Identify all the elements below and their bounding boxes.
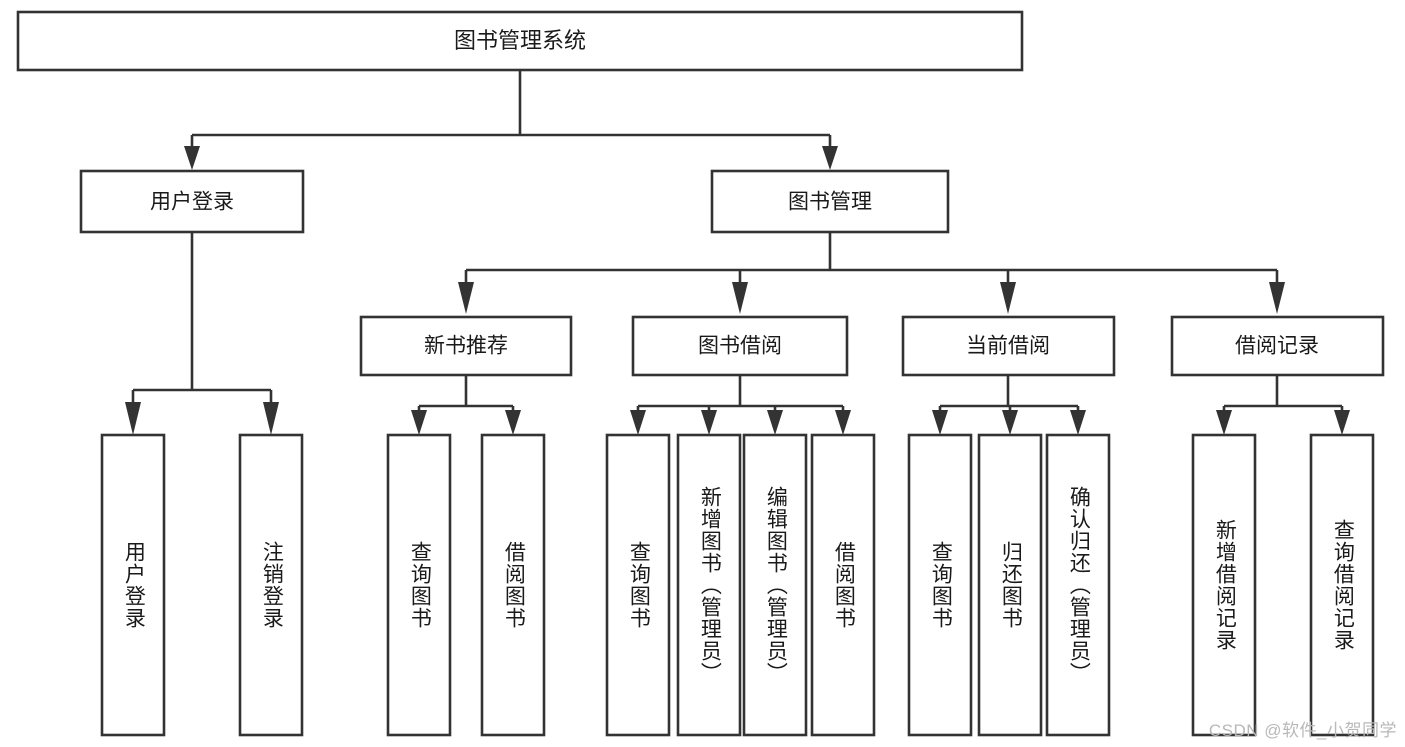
arrow-leaf-query-record <box>1334 410 1350 435</box>
arrow-leaf-confirm-return <box>1070 410 1086 435</box>
arrow-leaf-logout <box>263 402 279 435</box>
arrow-leaf-borrow-book-1 <box>505 410 521 435</box>
arrow-user-login <box>184 146 200 170</box>
arrow-leaf-edit-book <box>767 410 783 435</box>
node-box-new-book-recommend[interactable] <box>359 315 573 377</box>
arrow-leaf-query-book-2 <box>630 410 646 435</box>
node-box-leaf-logout-login[interactable] <box>238 433 304 737</box>
node-label-user-login: 用户登录 <box>150 191 234 214</box>
arrow-leaf-add-book <box>701 410 717 435</box>
node-box-leaf-user-login[interactable] <box>100 433 166 737</box>
node-box-leaf-confirm-return[interactable] <box>1045 433 1111 737</box>
arrow-leaf-return-book <box>1002 410 1018 435</box>
arrow-leaf-borrow-book-2 <box>835 410 851 435</box>
node-layer: 图书管理系统 用户登录 图书管理 新书推荐 图书借阅 当前借阅 借阅记录 <box>16 10 1385 737</box>
node-box-leaf-query-book-3[interactable] <box>907 433 973 737</box>
arrow-new-book-recommend <box>458 282 474 314</box>
arrow-leaf-add-record <box>1216 410 1232 435</box>
node-box-leaf-edit-book[interactable] <box>742 433 808 737</box>
node-box-book-management[interactable] <box>710 169 950 234</box>
node-label-new-book-recommend: 新书推荐 <box>424 335 508 358</box>
node-box-leaf-add-book[interactable] <box>676 433 742 737</box>
node-label-root: 图书管理系统 <box>454 28 586 53</box>
node-box-leaf-query-book-2[interactable] <box>605 433 671 737</box>
node-box-leaf-query-book-1[interactable] <box>386 433 452 737</box>
node-box-root[interactable] <box>16 10 1024 72</box>
node-label-book-borrow: 图书借阅 <box>698 335 782 358</box>
csdn-watermark: CSDN @软件_小贺同学 <box>1208 721 1397 740</box>
arrow-borrow-record <box>1269 282 1285 314</box>
node-box-borrow-record[interactable] <box>1170 315 1385 377</box>
arrow-book-management <box>822 146 838 170</box>
arrow-leaf-user-login <box>125 402 141 435</box>
node-label-borrow-record: 借阅记录 <box>1235 335 1319 358</box>
arrow-leaf-query-book-3 <box>932 410 948 435</box>
arrow-book-borrow <box>732 282 748 314</box>
arrow-leaf-query-book-1 <box>411 410 427 435</box>
node-box-leaf-borrow-book-1[interactable] <box>480 433 546 737</box>
node-label-current-borrow: 当前借阅 <box>966 335 1050 358</box>
node-box-current-borrow[interactable] <box>901 315 1116 377</box>
arrow-current-borrow <box>1000 282 1016 314</box>
node-box-leaf-add-record[interactable] <box>1191 433 1257 737</box>
connector-layer <box>125 70 1350 435</box>
node-label-book-management: 图书管理 <box>788 191 872 214</box>
node-box-user-login[interactable] <box>79 169 305 234</box>
node-box-leaf-return-book[interactable] <box>977 433 1043 737</box>
node-box-leaf-borrow-book-2[interactable] <box>810 433 876 737</box>
node-box-leaf-query-record[interactable] <box>1309 433 1375 737</box>
node-box-book-borrow[interactable] <box>631 315 849 377</box>
